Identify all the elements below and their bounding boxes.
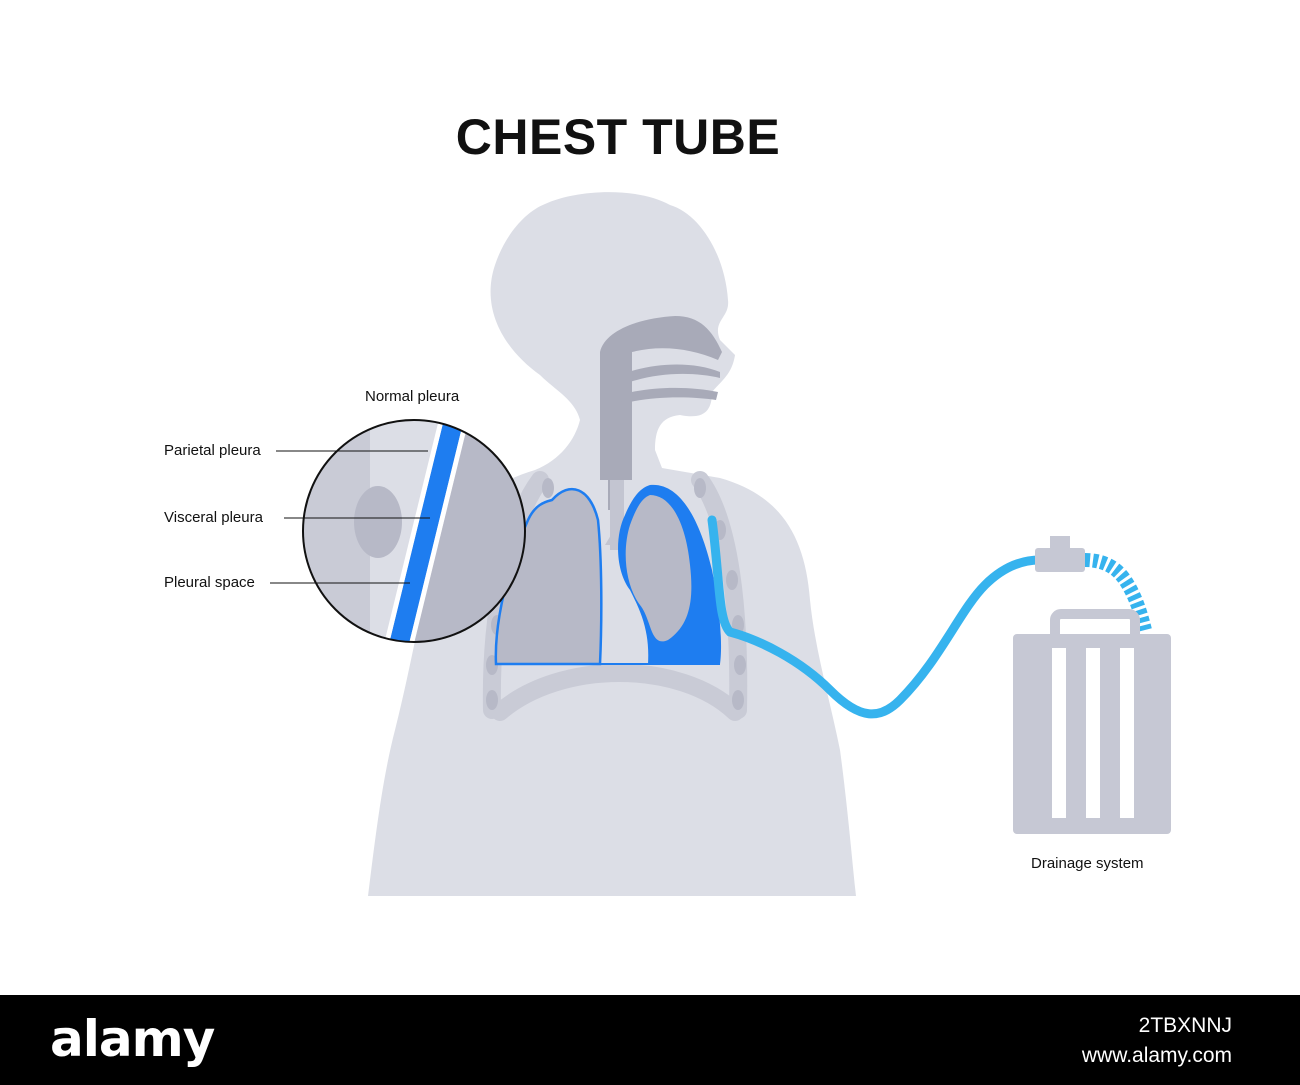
drainage-system-label: Drainage system	[1031, 855, 1144, 872]
right-lung	[618, 484, 722, 664]
tube-connector	[1035, 536, 1152, 632]
chest-tube	[707, 515, 1045, 719]
normal-pleura-label: Normal pleura	[365, 388, 460, 405]
alamy-logo: alamy	[50, 1010, 215, 1068]
diagram-title: CHEST TUBE	[455, 109, 781, 165]
site-url: www.alamy.com	[1081, 1044, 1232, 1067]
airway	[600, 316, 722, 510]
image-id: 2TBXNNJ	[1138, 1014, 1232, 1037]
visceral-pleura-label: Visceral pleura	[164, 509, 263, 526]
pleural-space-label: Pleural space	[164, 574, 255, 591]
leader-lines	[270, 450, 430, 584]
drainage-system	[1013, 609, 1171, 834]
diagram-canvas: CHEST TUBE	[164, 109, 1171, 896]
chest-tube-illustration	[270, 192, 1171, 896]
magnifier-outline	[302, 419, 526, 643]
parietal-pleura-label: Parietal pleura	[164, 442, 261, 459]
footer-bar	[0, 995, 1300, 1085]
